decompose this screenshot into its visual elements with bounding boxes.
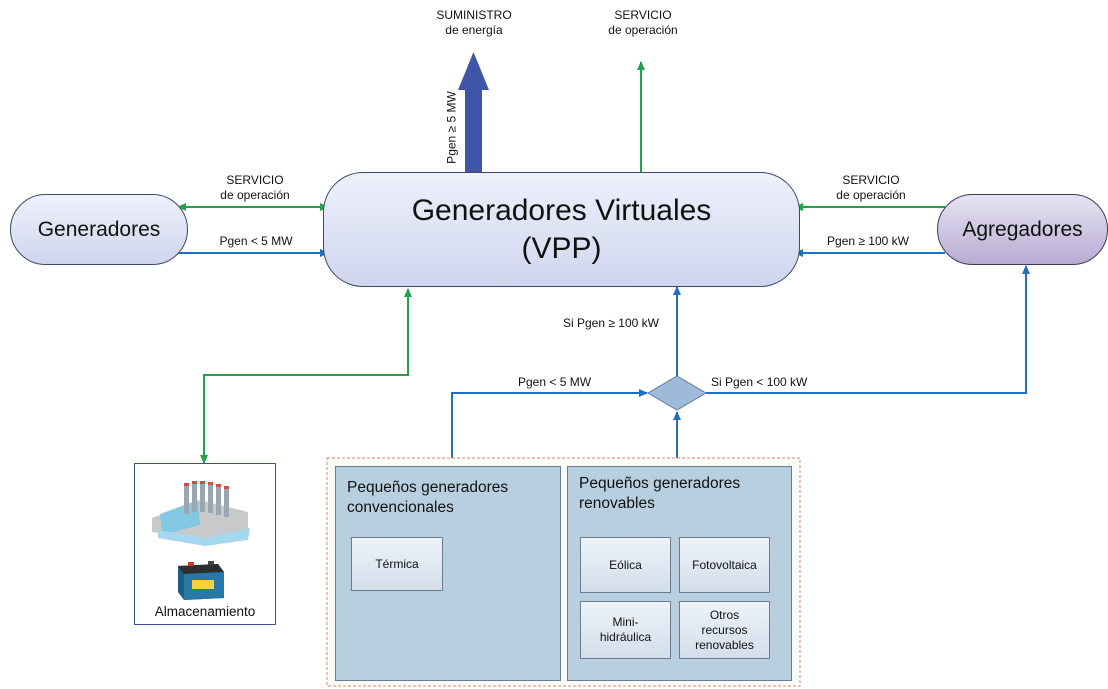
renewable-title: Pequeños generadores renovables bbox=[579, 475, 741, 512]
generadores-label: Generadores bbox=[37, 217, 161, 241]
conventional-to-decision-arrow bbox=[451, 389, 648, 466]
decision-diamond bbox=[647, 375, 707, 411]
service-right-label: SERVICIO de operación bbox=[836, 173, 906, 202]
vpp-node: Generadores Virtuales (VPP) bbox=[323, 172, 800, 287]
pgen-ge-5mw-label: Pgen ≥ 5 MW bbox=[444, 91, 459, 164]
storage-label: Almacenamiento bbox=[154, 604, 256, 619]
eolica-box: Eólica bbox=[580, 537, 671, 593]
vpp-label: Generadores Virtuales (VPP) bbox=[411, 193, 712, 265]
supply-arrow bbox=[458, 52, 489, 173]
si-pgen-ge-100kw-label: Si Pgen ≥ 100 kW bbox=[563, 316, 659, 330]
supply-label: SUMINISTRO de energía bbox=[436, 8, 512, 37]
pgen-lt-5mw-mid-label: Pgen < 5 MW bbox=[518, 375, 592, 389]
service-left-label: SERVICIO de operación bbox=[220, 173, 290, 202]
minihidraulica-box: Mini- hidráulica bbox=[580, 601, 671, 659]
agregadores-label: Agregadores bbox=[962, 217, 1083, 241]
agregadores-node: Agregadores bbox=[937, 194, 1108, 265]
pgen-lt-5mw-left-label: Pgen < 5 MW bbox=[219, 234, 293, 248]
decision-to-agregadores-arrow bbox=[706, 265, 1030, 394]
generadores-node: Generadores bbox=[10, 194, 188, 265]
storage-box bbox=[134, 463, 276, 625]
service-top-label: SERVICIO de operación bbox=[608, 8, 678, 37]
storage-arrow bbox=[200, 288, 412, 464]
conventional-title: Pequeños generadores convencionales bbox=[347, 479, 509, 516]
battery-icon bbox=[178, 561, 224, 600]
otros-renovables-box: Otros recursos renovables bbox=[679, 601, 770, 659]
hydro-storage-icon bbox=[152, 481, 250, 546]
fotovoltaica-box: Fotovoltaica bbox=[679, 537, 770, 593]
pgen-ge-100kw-label: Pgen ≥ 100 kW bbox=[827, 234, 909, 248]
si-pgen-lt-100kw-label: Si Pgen < 100 kW bbox=[711, 375, 808, 389]
termica-box: Térmica bbox=[351, 537, 443, 591]
